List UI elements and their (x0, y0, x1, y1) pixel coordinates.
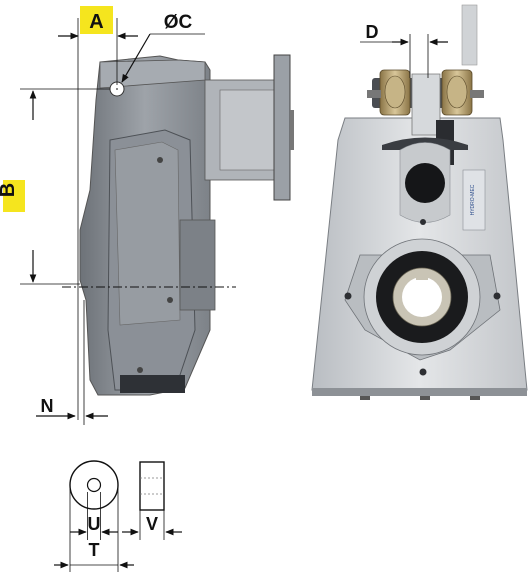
label-N: N (41, 396, 54, 416)
label-B-highlight (3, 180, 25, 212)
label-T: T (89, 540, 100, 560)
side-view-gearbox (79, 54, 294, 396)
pin-detail: U V T (54, 460, 182, 572)
dimension-A: A (58, 6, 138, 420)
label-D: D (366, 22, 379, 42)
pin-side-view (139, 461, 165, 511)
front-view-gearbox: HYDRO-MEC (311, 4, 528, 400)
dimension-D: D (360, 22, 448, 78)
label-V: V (146, 514, 158, 534)
label-B: B (0, 183, 19, 197)
label-C: ØC (164, 12, 193, 33)
label-A: A (89, 11, 103, 33)
dimension-B: B (0, 88, 110, 285)
nameplate-text: HYDRO-MEC (470, 184, 476, 215)
pin-inner-circle (86, 477, 102, 493)
dimension-N: N (36, 300, 108, 425)
label-A-highlight (80, 6, 113, 34)
label-U: U (88, 514, 101, 534)
dimension-C: ØC (121, 12, 205, 83)
